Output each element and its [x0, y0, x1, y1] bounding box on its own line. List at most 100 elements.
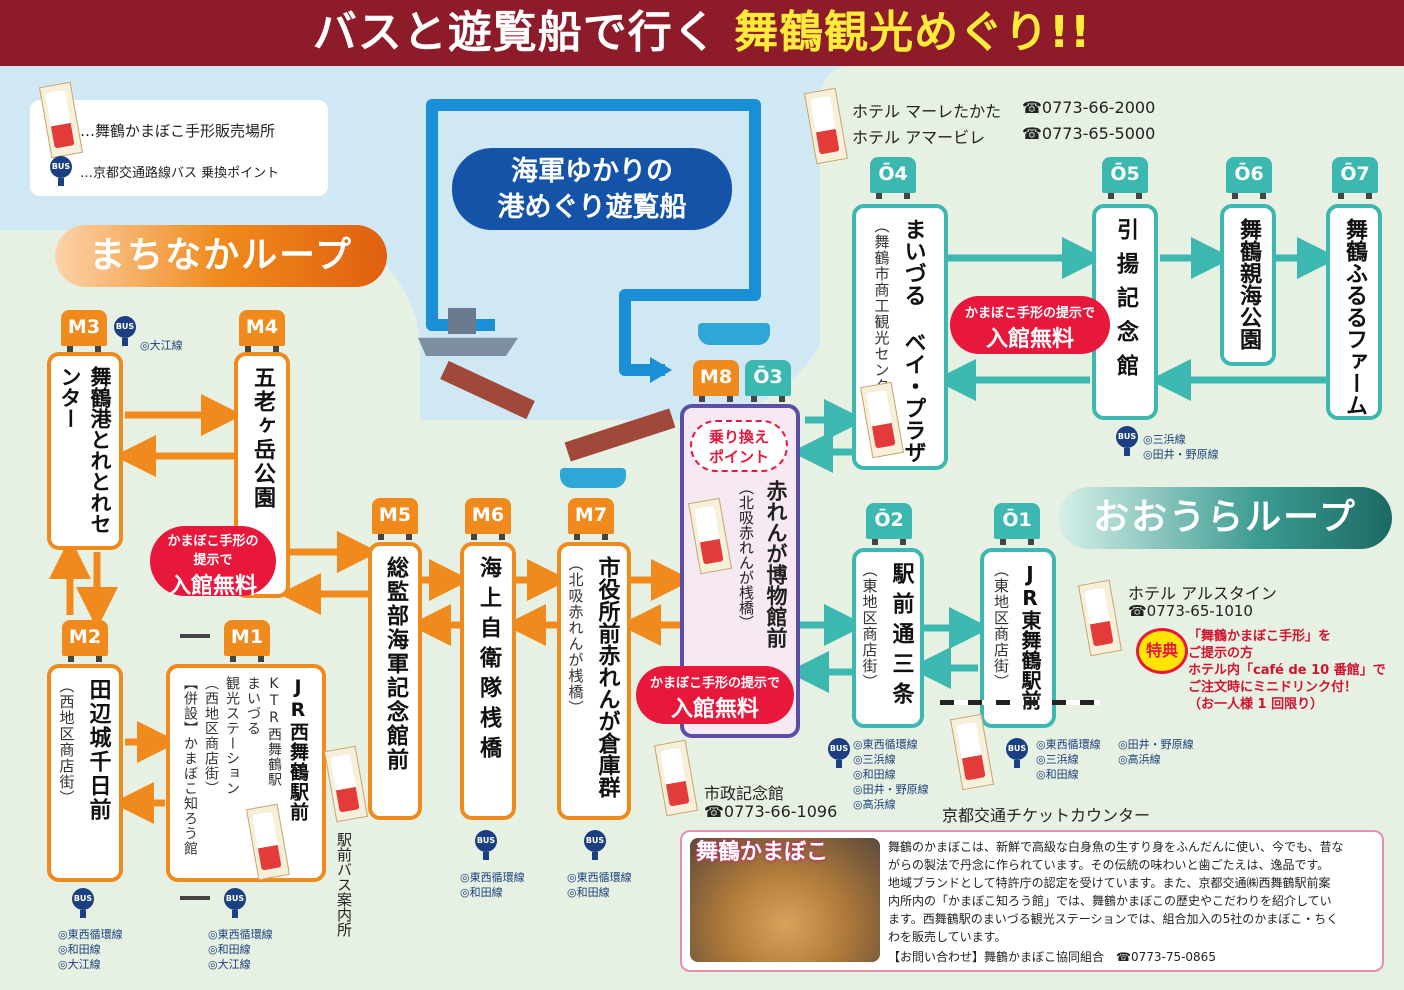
stop-m1[interactable]: JR西舞鶴駅前 KTR西舞鶴駅 まいづる 観光ステーション （西地区商店街） 【… — [166, 664, 326, 882]
stop-m3[interactable]: 舞鶴港とれとれセンター — [47, 352, 123, 550]
stop-o6[interactable]: 舞鶴親海公園 — [1220, 204, 1276, 366]
bus-note-m2: ◎東西循環線 ◎和田線 ◎大江線 — [58, 928, 123, 971]
stop-name-m7: 市役所前赤れんが倉庫群 — [594, 556, 620, 798]
stop-code-o1: Ō1 — [994, 503, 1040, 545]
bus-note-o1b: ◎田井・野原線 ◎高浜線 — [1118, 738, 1194, 766]
stop-name-m8: 赤れんが博物館前 — [764, 480, 788, 648]
free-admission-badge-o4: かまぼこ手形の提示で 入館無料 — [950, 296, 1110, 354]
transfer-point-label: 乗り換え ポイント — [690, 420, 788, 472]
stop-o1[interactable]: JR東舞鶴駅前 （東地区商店街） — [980, 548, 1056, 728]
stop-m2[interactable]: 田辺城千日前 （西地区商店街） — [47, 664, 123, 882]
stop-name-o5: 引揚記念館 — [1113, 218, 1138, 388]
stop-name-o4: まいづる ベイ・プラザ — [900, 218, 926, 463]
free-admission-badge-m8: かまぼこ手形の提示で 入館無料 — [636, 666, 794, 724]
bus-icon: BUS — [224, 888, 246, 918]
stop-name-o6: 舞鶴親海公園 — [1236, 218, 1261, 350]
cruise-route-arrow — [650, 357, 672, 383]
ticket-counter: 京都交通チケットカウンター — [942, 806, 1151, 825]
bus-note-o4: ◎三浜線 ◎田井・野原線 — [1143, 433, 1219, 461]
stop-code-m2: M2 — [62, 620, 108, 662]
cruise-boat-icon-2 — [560, 468, 626, 488]
stop-code-o7: Ō7 — [1332, 157, 1378, 199]
cruise-banner: 海軍ゆかりの 港めぐり遊覧船 — [452, 148, 732, 230]
badge-big: 入館無料 — [985, 327, 1074, 352]
bus-icon: BUS — [1006, 738, 1028, 768]
stop-m1-area: （西地区商店街） — [203, 676, 219, 796]
stop-code-m8: M8 — [693, 360, 739, 402]
bus-note-m1: ◎東西循環線 ◎和田線 ◎大江線 — [208, 928, 273, 971]
stop-code-o5: Ō5 — [1102, 157, 1148, 199]
cruise-line2: 港めぐり遊覧船 — [497, 192, 687, 223]
cruise-line1: 海軍ゆかりの — [511, 156, 673, 187]
stop-m6[interactable]: 海上自衛隊桟橋 — [460, 542, 516, 820]
stop-sub-o1: （東地区商店街） — [992, 562, 1010, 690]
kamaboko-p4: 内所内の「かまぼこ知ろう館」では、舞鶴かまぼこの歴史やこだわりを紹介してい — [888, 894, 1332, 908]
page-title: バスと遊覧船で行く 舞鶴観光めぐり!! — [0, 0, 1404, 66]
cruise-route — [426, 99, 761, 383]
stop-name-m4: 五老ヶ岳公園 — [250, 366, 275, 510]
warship-icon — [418, 337, 518, 356]
stop-o4[interactable]: まいづる ベイ・プラザ （舞鶴市商工観光センター） — [852, 204, 948, 470]
bus-note-o1a: ◎東西循環線 ◎三浜線 ◎和田線 — [1036, 738, 1101, 781]
badge-big: 入館無料 — [670, 697, 759, 722]
stop-code-m4: M4 — [239, 310, 285, 352]
tokuten-line2: ご提示の方 — [1188, 646, 1254, 661]
title-part1: バスと遊覧船で行く — [312, 7, 718, 58]
stop-m8-text: 赤れんが博物館前 （北吸赤れんが桟橋） — [736, 480, 791, 648]
hotel-2-name: ホテル アマービレ — [852, 128, 986, 147]
stop-o7[interactable]: 舞鶴ふるるファーム — [1326, 204, 1382, 420]
bus-icon: BUS — [1116, 426, 1138, 456]
stop-code-o4: Ō4 — [870, 157, 916, 199]
tokuten-line4: ご注文時にミニドリンク付！ — [1188, 680, 1358, 695]
shisei-tel: ☎0773-66-1096 — [704, 802, 838, 821]
warship-tower-icon — [448, 308, 476, 334]
stop-code-m1: M1 — [224, 620, 270, 662]
stop-name-m2: 田辺城千日前 — [85, 678, 111, 822]
stop-code-m6: M6 — [465, 498, 511, 540]
bus-note-m3: ◎大江線 — [140, 339, 183, 352]
shisei-name: 市政記念館 — [704, 784, 785, 803]
bus-icon: BUS — [475, 830, 497, 860]
stop-m1-station: 観光ステーション — [224, 676, 240, 796]
stop-m5[interactable]: 総監部海軍記念館前 — [368, 542, 422, 820]
cruise-route-line — [426, 99, 761, 376]
bus-icon: BUS — [50, 156, 72, 186]
bus-note-m7: ◎東西循環線 ◎和田線 — [567, 871, 632, 899]
badge-big: 入館無料 — [168, 574, 257, 599]
bus-icon: BUS — [828, 738, 850, 768]
stop-name-m6: 海上自衛隊桟橋 — [476, 556, 501, 766]
stop-o2[interactable]: 駅前通三条 （東地区商店街） — [852, 548, 924, 728]
badge-small-1: かまぼこ手形の — [167, 534, 259, 549]
legend-stamp-label: …舞鶴かまぼこ手形販売場所 — [80, 122, 276, 140]
bus-icon: BUS — [72, 888, 94, 918]
stop-name-m5: 総監部海軍記念館前 — [383, 556, 408, 772]
stop-m1-annex: 【併設】かまぼこ知ろう館 — [182, 676, 198, 856]
stop-name-o2: 駅前通三条 — [888, 562, 914, 712]
bus-icon: BUS — [114, 316, 136, 346]
stop-name-o1: JR東舞鶴駅前 — [1018, 562, 1042, 710]
stop-sub-m2: （西地区商店街） — [57, 678, 76, 806]
badge-small-line: かまぼこ手形の提示で — [964, 306, 1095, 321]
stop-sub-o2: （東地区商店街） — [860, 562, 879, 690]
tokuten-badge: 特典 — [1136, 628, 1188, 674]
stop-name-m1: JR西舞鶴駅前 — [287, 676, 309, 822]
stop-m7[interactable]: 市役所前赤れんが倉庫群 （北吸赤れんが桟橋） — [557, 542, 631, 820]
title-part2: 舞鶴観光めぐり!! — [734, 7, 1092, 58]
stop-name-o7: 舞鶴ふるるファーム — [1342, 218, 1367, 416]
tokuten-line5: （お一人様 1 回限り） — [1188, 697, 1324, 712]
cruise-boat-icon — [698, 323, 770, 345]
badge-small-2: 提示で — [193, 553, 233, 568]
kamaboko-description: 舞鶴のかまぼこは、新鮮で高級な白身魚の生すり身をふんだんに使い、今でも、昔な が… — [888, 838, 1344, 966]
kamaboko-photo — [690, 838, 880, 962]
kamaboko-p3: 地域ブランドとして特許庁の認定を受けています。また、京都交通㈱西舞鶴駅前案 — [888, 876, 1331, 890]
tokuten-line3: ホテル内「café de 10 番館」で — [1188, 663, 1386, 678]
tokuten-text: 「舞鶴かまぼこ手形」を ご提示の方 ホテル内「café de 10 番館」で ご… — [1188, 628, 1386, 713]
kamaboko-p2: がらの製法で丹念に作られています。その伝統の味わいと歯ごたえは、逸品です。 — [888, 858, 1330, 872]
stop-code-m5: M5 — [372, 498, 418, 540]
hotel-3-tel: ☎0773-65-1010 — [1128, 602, 1253, 620]
legend-bus-label: …京都交通路線バス 乗換ポイント — [80, 166, 280, 181]
hotel-2-tel: ☎0773-65-5000 — [1022, 124, 1156, 143]
railway-track — [940, 700, 1100, 705]
kamaboko-p5: ます。西舞鶴駅のまいづる観光ステーションでは、組合加入の5社のかまぼこ・ちく — [888, 912, 1339, 926]
ekimae-bus-info: 駅前バス案内所 — [335, 832, 353, 937]
